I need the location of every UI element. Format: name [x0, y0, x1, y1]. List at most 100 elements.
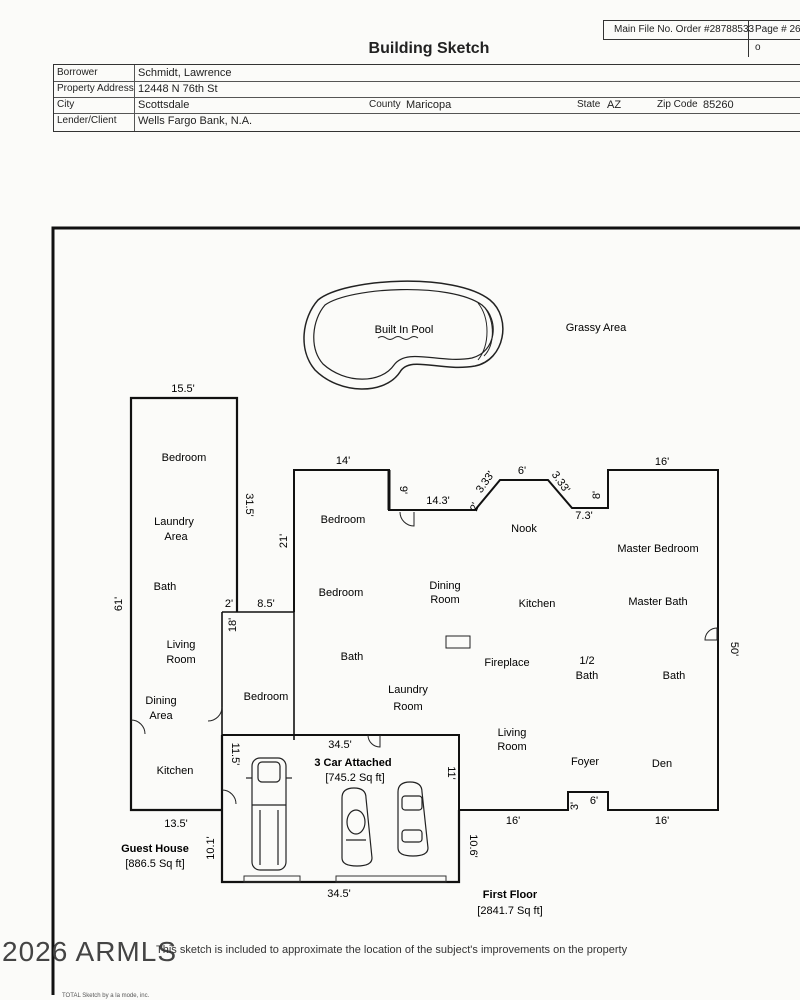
room-label: Master Bath — [628, 596, 687, 608]
guest-house-title: Guest House — [121, 843, 189, 855]
dimension-label: 13.5' — [164, 818, 188, 830]
borrower-label: Borrower — [57, 67, 98, 78]
room-label: Room — [393, 701, 422, 713]
dimension-label: 21' — [278, 534, 290, 548]
room-label: Room — [166, 654, 195, 666]
address-value: 12448 N 76th St — [138, 83, 218, 95]
room-label: Laundry — [154, 516, 194, 528]
guest-house-outline — [129, 396, 239, 812]
address-label: Property Address — [57, 83, 134, 94]
room-label: 1/2 — [579, 655, 594, 667]
door-swing — [207, 706, 223, 722]
garage-area: [745.2 Sq ft] — [325, 772, 384, 784]
door-swing — [399, 511, 415, 527]
zip-label: Zip Code — [657, 99, 698, 110]
dimension-label: 2' — [225, 598, 233, 610]
city-label: City — [57, 99, 75, 110]
room-label: Nook — [511, 523, 537, 535]
dimension-label: 16' — [655, 815, 669, 827]
info-row-lender: Lender/Client Wells Fargo Bank, N.A. — [54, 113, 800, 129]
sketch-frame — [51, 226, 800, 995]
room-label: Living — [167, 639, 196, 651]
main-file-number: Main File No. Order #28788533 — [614, 24, 755, 35]
dimension-label: 50' — [728, 642, 740, 656]
file-number-box: Main File No. Order #28788533 Page # 26 … — [603, 20, 800, 57]
door-swing — [221, 789, 237, 805]
dimension-label: 14' — [336, 455, 350, 467]
pool-outer — [303, 280, 504, 390]
pool-steps — [477, 302, 493, 361]
dimension-label: 61' — [113, 597, 125, 611]
pool-water-icon — [377, 336, 419, 340]
room-label: Laundry — [388, 684, 428, 696]
room-label: Dining — [145, 695, 176, 707]
dimension-label: 34.5' — [327, 888, 351, 900]
sketch-credit: TOTAL Sketch by a la mode, inc. — [62, 993, 150, 999]
page-number: Page # 26 o — [748, 21, 800, 57]
state-label: State — [577, 99, 601, 110]
first-floor-area: [2841.7 Sq ft] — [477, 905, 542, 917]
room-label: Room — [497, 741, 526, 753]
city-value: Scottsdale — [138, 99, 190, 111]
convertible-icon — [341, 787, 373, 867]
room-label: Bath — [576, 670, 599, 682]
dimension-label: 3.33' — [474, 469, 497, 495]
room-label: Fireplace — [484, 657, 529, 669]
info-table: Borrower Schmidt, Lawrence Property Addr… — [53, 64, 800, 132]
dimension-label: 3.33' — [549, 469, 572, 495]
dimension-label: 15.5' — [171, 383, 195, 395]
dimension-label: 11.5' — [229, 743, 241, 766]
dimension-label: 10.6' — [467, 834, 479, 858]
truck-icon — [246, 757, 292, 871]
pool-label: Built In Pool — [375, 324, 434, 336]
dimension-label: 6' — [518, 465, 526, 477]
car-icon — [397, 781, 429, 857]
garage-title: 3 Car Attached — [314, 757, 391, 769]
pool-inner — [313, 289, 494, 380]
dimension-label: 18' — [227, 618, 239, 632]
room-label: Den — [652, 758, 672, 770]
garage-door-1 — [243, 875, 301, 883]
door-swing — [130, 719, 146, 735]
lender-value: Wells Fargo Bank, N.A. — [138, 115, 253, 127]
dimension-label: 6' — [590, 795, 598, 807]
info-row-address: Property Address 12448 N 76th St — [54, 81, 800, 98]
dimension-label: 14.3' — [426, 495, 450, 507]
room-label: Bath — [663, 670, 686, 682]
guest-house-area: [886.5 Sq ft] — [125, 858, 184, 870]
dimension-label: 10.1' — [205, 836, 217, 860]
watermark: 2026 ARMLS — [2, 936, 177, 967]
lender-label: Lender/Client — [57, 115, 117, 126]
dimension-label: 8' — [591, 491, 603, 499]
room-label: Bath — [154, 581, 177, 593]
room-label: Living — [498, 727, 527, 739]
room-label: Room — [430, 594, 459, 606]
garage-door-2 — [335, 875, 447, 883]
room-label: Bedroom — [321, 514, 366, 526]
grassy-area-label: Grassy Area — [566, 322, 627, 334]
dimension-label: 7.3' — [575, 510, 592, 522]
room-label: Area — [149, 710, 173, 722]
room-label: Bedroom — [244, 691, 289, 703]
zip-value: 85260 — [703, 99, 734, 111]
room-label: Master Bedroom — [617, 543, 698, 555]
room-label: Foyer — [571, 756, 599, 768]
room-label: Area — [164, 531, 188, 543]
state-value: AZ — [607, 99, 622, 111]
room-label: Dining — [429, 580, 460, 592]
sketch-note: This sketch is included to approximate t… — [156, 944, 628, 956]
dimension-label: 16' — [655, 456, 669, 468]
dimension-label: 34.5' — [328, 739, 352, 751]
info-row-borrower: Borrower Schmidt, Lawrence — [54, 65, 800, 82]
room-label: Kitchen — [519, 598, 556, 610]
door-swing — [704, 627, 718, 641]
room-label: Bath — [341, 651, 364, 663]
room-label: Bedroom — [319, 587, 364, 599]
dimension-label: 3' — [569, 802, 581, 810]
borrower-value: Schmidt, Lawrence — [138, 67, 232, 79]
dimension-label: 16' — [506, 815, 520, 827]
dimension-label: 11' — [445, 766, 457, 780]
dimension-label: 9' — [397, 486, 409, 494]
page-title: Building Sketch — [368, 40, 490, 57]
